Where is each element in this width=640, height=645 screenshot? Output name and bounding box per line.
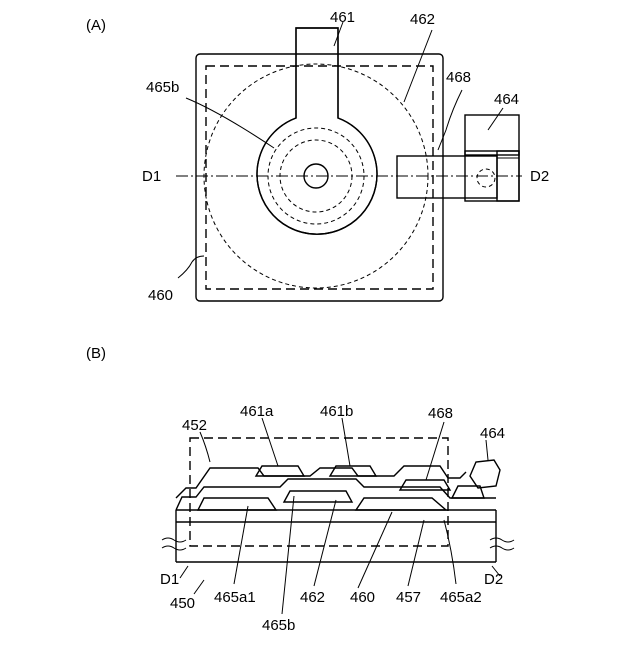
label-460: 460 — [350, 589, 375, 606]
conductor-465a2 — [356, 498, 446, 510]
leader-465a1 — [234, 506, 248, 584]
break-mark-left-2 — [162, 546, 186, 550]
leader-468 — [426, 422, 444, 480]
label-457: 457 — [396, 589, 421, 606]
contact-464 — [477, 169, 495, 187]
wiring-464-end-fill — [497, 158, 519, 201]
label-452: 452 — [182, 417, 207, 434]
label-461a: 461a — [240, 403, 274, 420]
label-d2: D2 — [484, 571, 503, 588]
label-465a1: 465a1 — [214, 589, 256, 606]
label-465a2: 465a2 — [440, 589, 482, 606]
break-mark-left-1 — [162, 538, 186, 542]
label-d1: D1 — [142, 168, 161, 185]
conductor-464 — [470, 460, 500, 488]
break-mark-right-1 — [490, 538, 514, 542]
wiring-464-top — [465, 115, 519, 155]
leader-468 — [438, 90, 462, 150]
leader-465a2 — [444, 520, 456, 584]
electrode-461 — [257, 28, 377, 234]
panel-b-tag: (B) — [86, 345, 106, 362]
leader-462 — [314, 500, 336, 586]
leader-465b — [186, 98, 274, 148]
label-464: 464 — [494, 91, 519, 108]
wiring-468 — [397, 156, 497, 198]
label-464: 464 — [480, 425, 505, 442]
leader-465b — [282, 496, 294, 614]
conductor-465a1 — [198, 498, 276, 510]
label-460: 460 — [148, 287, 173, 304]
conductor-468 — [400, 480, 450, 490]
label-465b: 465b — [262, 617, 295, 634]
panel-b-drawing — [162, 418, 514, 614]
electrode-460 — [196, 54, 443, 301]
leader-d1 — [180, 566, 188, 578]
label-462: 462 — [410, 11, 435, 28]
leader-460 — [178, 256, 204, 278]
panel-a-tag: (A) — [86, 17, 106, 34]
label-465b: 465b — [146, 79, 179, 96]
break-mark-right-2 — [490, 546, 514, 550]
panel-a-drawing — [176, 22, 522, 301]
leader-461a — [262, 418, 278, 466]
leader-450 — [194, 580, 204, 594]
label-450: 450 — [170, 595, 195, 612]
leader-452 — [200, 432, 210, 462]
leader-457 — [408, 520, 424, 586]
label-d1: D1 — [160, 571, 179, 588]
label-d2: D2 — [530, 168, 549, 185]
label-462: 462 — [300, 589, 325, 606]
leader-464 — [488, 108, 503, 130]
leader-461b — [342, 418, 350, 466]
region-452 — [190, 438, 448, 546]
leader-460 — [358, 512, 392, 588]
boundary-462-dashed — [206, 66, 433, 289]
label-461: 461 — [330, 9, 355, 26]
label-468: 468 — [446, 69, 471, 86]
label-461b: 461b — [320, 403, 353, 420]
label-468: 468 — [428, 405, 453, 422]
layer-top-outline — [176, 466, 466, 498]
leader-464 — [486, 440, 488, 460]
